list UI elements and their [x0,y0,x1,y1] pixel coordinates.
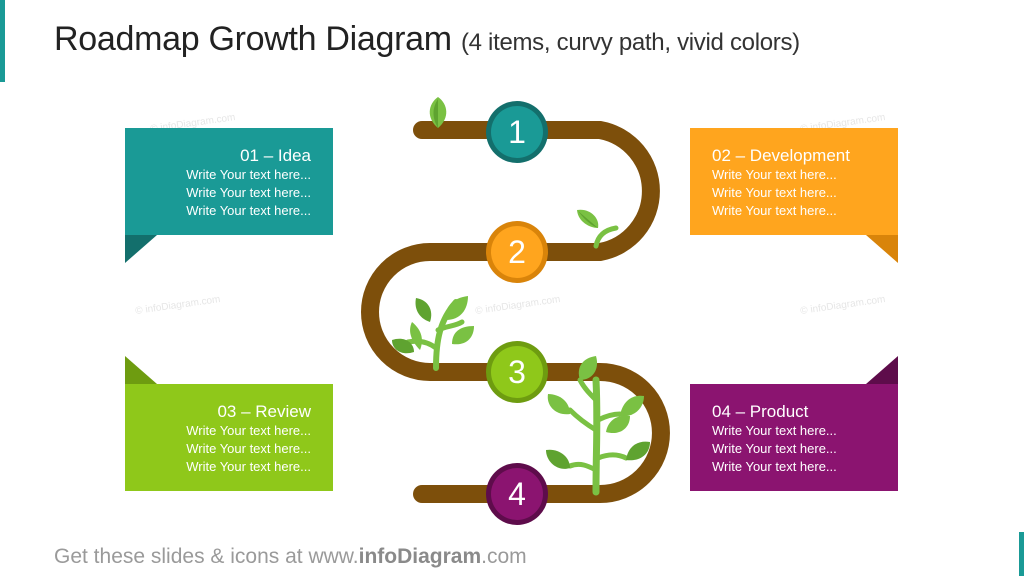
step-card-development: 02 – Development Write Your text here...… [690,128,898,235]
title-subtitle: (4 items, curvy path, vivid colors) [460,29,800,56]
step-card-idea: 01 – Idea Write Your text here... Write … [125,128,333,235]
step-heading: 03 – Review [217,402,311,421]
step-text: Write Your text here... [186,441,311,456]
card-fold [866,356,898,384]
step-text: Write Your text here... [712,185,837,200]
step-text: Write Your text here... [186,203,311,218]
title-main: Roadmap Growth Diagram [54,20,452,58]
accent-bar-top-left [0,0,5,82]
step-marker-1: 1 [486,101,548,163]
footer-suffix: .com [481,545,527,568]
step-heading: 04 – Product [712,402,809,421]
roadmap-path [361,121,670,503]
step-card-review: 03 – Review Write Your text here... Writ… [125,384,333,491]
step-text: Write Your text here... [186,459,311,474]
step-text: Write Your text here... [712,423,837,438]
plant-icon [546,356,650,496]
step-text: Write Your text here... [712,167,837,182]
step-heading: 02 – Development [712,146,850,165]
step-number: 4 [508,476,526,512]
step-card-product: 04 – Product Write Your text here... Wri… [690,384,898,491]
step-text: Write Your text here... [712,459,837,474]
step-marker-2: 2 [486,221,548,283]
footer-link[interactable]: Get these slides & icons at www.infoDiag… [54,545,527,569]
step-heading: 01 – Idea [240,146,311,165]
step-text: Write Your text here... [186,423,311,438]
sprout-icon [577,209,619,249]
step-marker-3: 3 [486,341,548,403]
leaf-icon [429,97,447,128]
step-number: 1 [508,114,526,150]
footer-brand: infoDiagram [358,545,482,568]
step-number: 2 [508,234,526,270]
step-marker-4: 4 [486,463,548,525]
accent-bar-bottom-right [1019,532,1024,576]
card-fold [866,235,898,263]
step-text: Write Your text here... [712,203,837,218]
page-title: Roadmap Growth Diagram (4 items, curvy p… [54,20,800,59]
step-text: Write Your text here... [186,167,311,182]
step-text: Write Your text here... [712,441,837,456]
plant-icon [392,296,474,371]
step-text: Write Your text here... [186,185,311,200]
footer-prefix: Get these slides & icons at www. [54,545,359,568]
step-number: 3 [508,354,526,390]
